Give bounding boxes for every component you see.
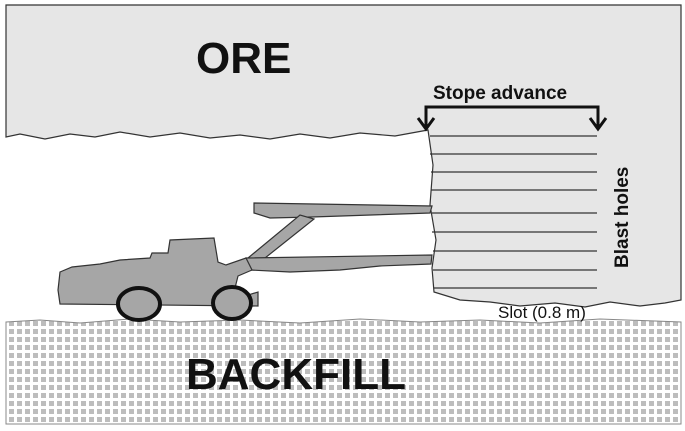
wheel-icon xyxy=(116,286,162,322)
stope-advance-label: Stope advance xyxy=(433,83,567,104)
blast-holes xyxy=(430,135,597,289)
slot-label: Slot (0.8 m) xyxy=(498,303,586,322)
drill-rig-icon xyxy=(57,202,433,307)
ore-label: ORE xyxy=(196,34,291,83)
backfill-region xyxy=(5,318,682,425)
blast-holes-label: Blast holes xyxy=(612,167,633,268)
backfill-label: BACKFILL xyxy=(186,350,406,399)
wheel-icon xyxy=(211,285,253,321)
stope-advance-arrow-icon xyxy=(416,105,608,132)
drill-rig-wheels xyxy=(116,285,253,322)
